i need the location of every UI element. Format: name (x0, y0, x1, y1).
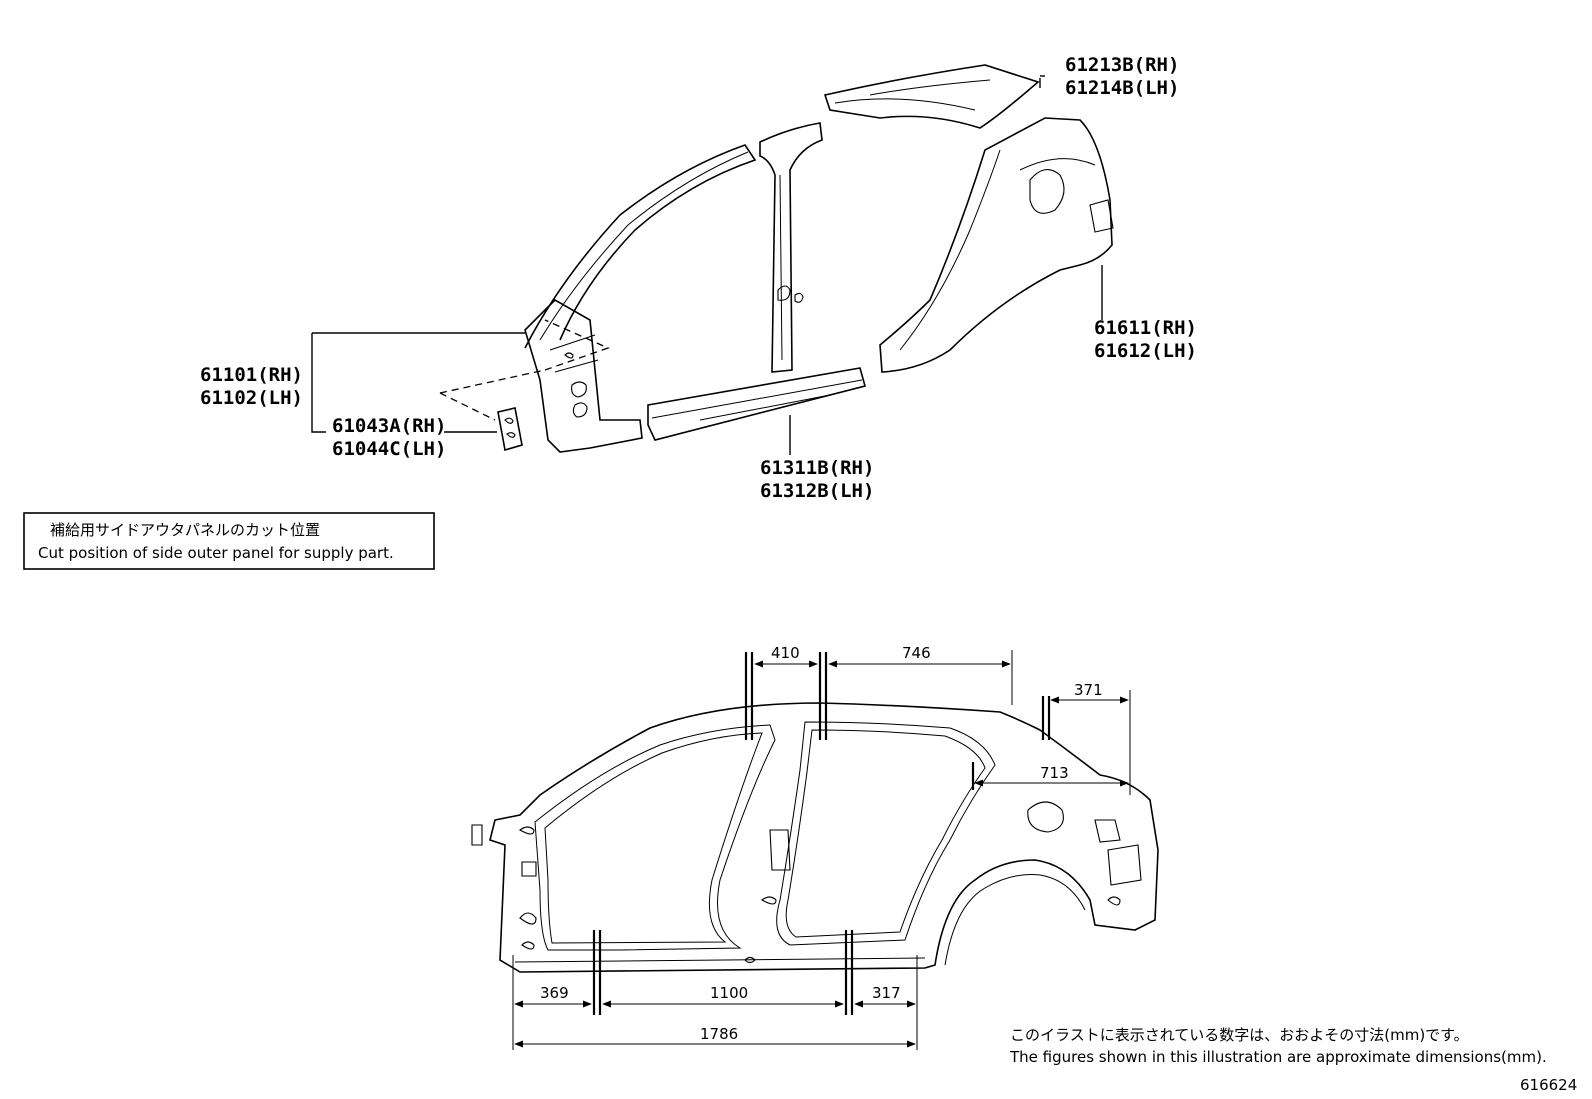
dimension-lines (514, 660, 1129, 1048)
figure-id: 616624 (1520, 1076, 1577, 1094)
dim-713: 713 (1040, 764, 1069, 782)
footnote-en: The figures shown in this illustration a… (1009, 1048, 1547, 1066)
dim-1786: 1786 (700, 1025, 738, 1043)
label-roof-side-rh: 61213B(RH) (1065, 54, 1179, 76)
dim-410: 410 (771, 644, 800, 662)
legend-jp: 補給用サイドアウタパネルのカット位置 (50, 521, 320, 539)
side-panel-dimension-view (471, 702, 1159, 973)
cut-lines (592, 652, 1051, 1015)
dim-317: 317 (872, 984, 901, 1002)
label-rocker-lh: 61312B(LH) (760, 480, 874, 502)
footnote-jp: このイラストに表示されている数字は、おおよその寸法(mm)です。 (1010, 1026, 1469, 1044)
label-quarter-lh: 61612(LH) (1094, 340, 1197, 362)
dim-1100: 1100 (710, 984, 748, 1002)
label-rocker-rh: 61311B(RH) (760, 457, 874, 479)
label-bracket-rh: 61043A(RH) (332, 415, 446, 437)
label-quarter-rh: 61611(RH) (1094, 317, 1197, 339)
dim-371: 371 (1074, 681, 1103, 699)
legend-en: Cut position of side outer panel for sup… (38, 544, 394, 562)
label-roof-side-lh: 61214B(LH) (1065, 77, 1179, 99)
label-front-pillar-rh: 61101(RH) (200, 364, 303, 386)
label-bracket-lh: 61044C(LH) (332, 438, 446, 460)
dim-746: 746 (902, 644, 931, 662)
label-front-pillar-lh: 61102(LH) (200, 387, 303, 409)
cut-position-legend: 補給用サイドアウタパネルのカット位置 Cut position of side … (23, 512, 435, 570)
dim-369: 369 (540, 984, 569, 1002)
exploded-side-panel (439, 64, 1114, 453)
